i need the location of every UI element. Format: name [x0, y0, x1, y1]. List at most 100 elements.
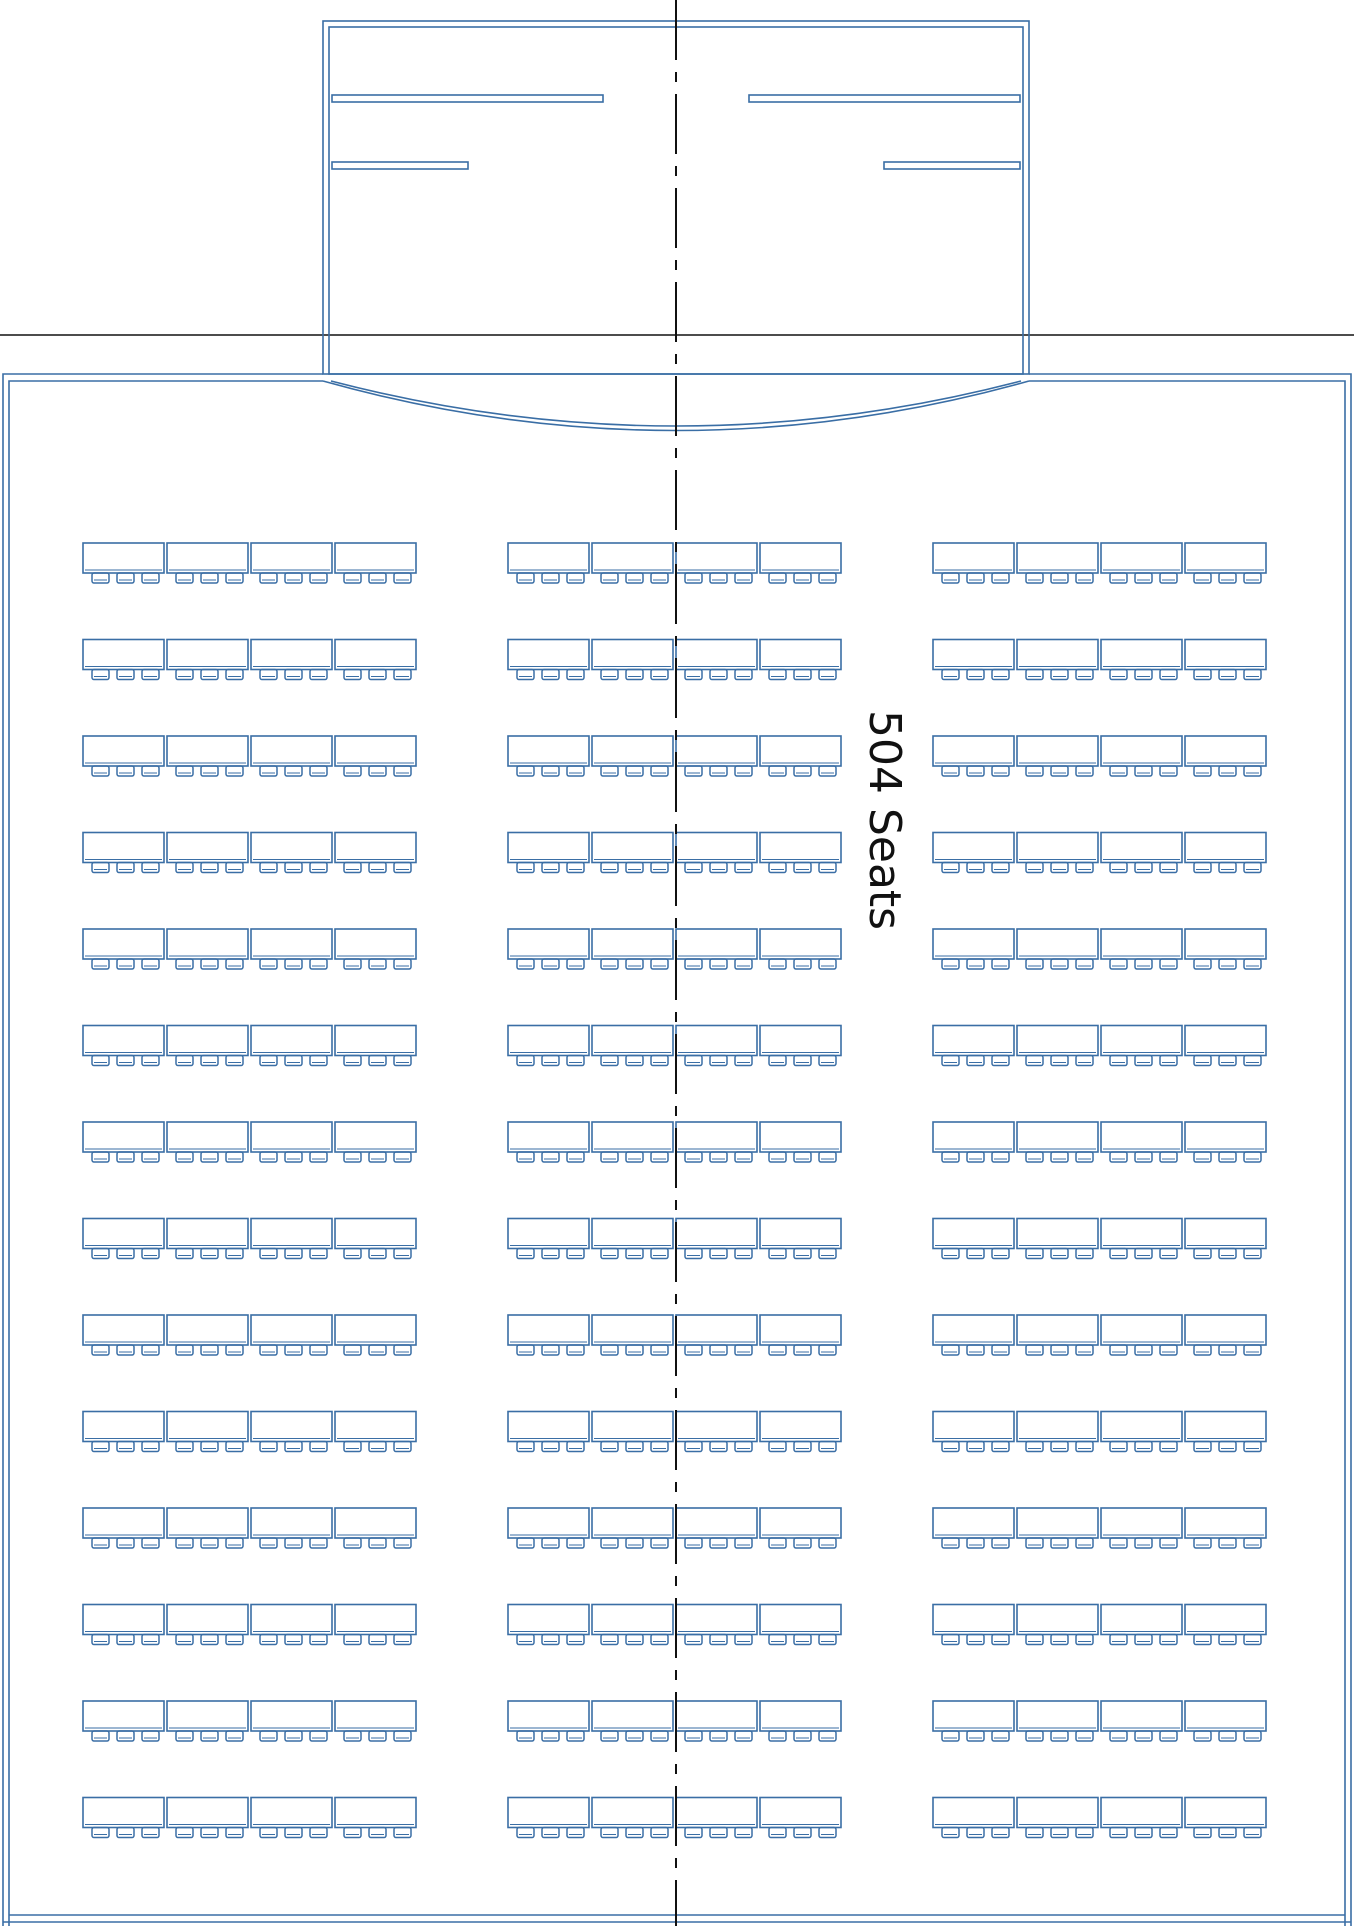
chair — [966, 1151, 985, 1163]
chair — [1025, 1054, 1044, 1067]
chair — [284, 1247, 303, 1260]
chair — [768, 958, 787, 970]
chair — [1243, 1054, 1262, 1067]
chair — [516, 861, 535, 874]
chair — [1075, 1344, 1094, 1356]
chair — [1025, 1537, 1044, 1549]
chair — [91, 1537, 110, 1549]
table-row — [82, 928, 417, 970]
chair — [1025, 1633, 1044, 1646]
chair — [541, 958, 560, 970]
chair — [1075, 861, 1094, 874]
chair — [1218, 1633, 1237, 1646]
chair — [541, 572, 560, 584]
banquet-table — [1016, 1507, 1099, 1549]
chair — [516, 668, 535, 681]
chair — [1159, 1344, 1178, 1356]
chair — [818, 668, 837, 681]
chair — [650, 1826, 669, 1839]
banquet-table — [1016, 831, 1099, 874]
chair — [566, 1054, 585, 1067]
chair — [116, 765, 135, 777]
chair — [1218, 1247, 1237, 1260]
chair — [516, 1633, 535, 1646]
chair — [541, 1151, 560, 1163]
chair — [768, 1440, 787, 1453]
banquet-table — [675, 638, 758, 681]
chair — [1193, 958, 1212, 970]
chair — [1243, 1730, 1262, 1742]
table-row — [82, 735, 417, 777]
banquet-table — [334, 1507, 417, 1549]
chair — [600, 572, 619, 584]
chair — [91, 1054, 110, 1067]
banquet-table — [166, 1314, 249, 1356]
chair — [516, 765, 535, 777]
chair — [200, 765, 219, 777]
chair — [1243, 1826, 1262, 1839]
table-row — [507, 1121, 842, 1163]
chair — [259, 1151, 278, 1163]
chair — [393, 1440, 412, 1453]
banquet-table — [591, 1024, 674, 1067]
banquet-table — [1184, 928, 1267, 970]
chair — [1218, 1344, 1237, 1356]
chair — [309, 1633, 328, 1646]
chair — [1075, 1730, 1094, 1742]
chair — [734, 1247, 753, 1260]
chair — [1193, 572, 1212, 584]
chair — [91, 861, 110, 874]
banquet-table — [932, 1121, 1015, 1163]
chair — [793, 1054, 812, 1067]
table-row — [82, 831, 417, 874]
chair — [566, 1151, 585, 1163]
chair — [516, 1730, 535, 1742]
chair — [768, 1826, 787, 1839]
chair — [541, 1344, 560, 1356]
banquet-table — [507, 1796, 590, 1839]
chair — [368, 1633, 387, 1646]
chair — [1109, 668, 1128, 681]
chair — [966, 1247, 985, 1260]
chair — [734, 1826, 753, 1839]
banquet-table — [82, 1217, 165, 1260]
chair — [941, 1151, 960, 1163]
banquet-table — [759, 1410, 842, 1453]
chair — [516, 572, 535, 584]
banquet-table — [334, 1314, 417, 1356]
banquet-table — [675, 735, 758, 777]
chair — [1075, 1826, 1094, 1839]
chair — [600, 1344, 619, 1356]
chair — [793, 1537, 812, 1549]
chair — [966, 765, 985, 777]
chair — [200, 1730, 219, 1742]
chair — [516, 1826, 535, 1839]
chair — [793, 668, 812, 681]
banquet-table — [759, 1603, 842, 1646]
chair — [1218, 861, 1237, 874]
chair — [1243, 958, 1262, 970]
banquet-table — [334, 831, 417, 874]
chair — [91, 1730, 110, 1742]
chair — [1025, 1247, 1044, 1260]
chair — [1134, 1247, 1153, 1260]
chair — [709, 1054, 728, 1067]
banquet-table — [759, 1700, 842, 1742]
chair — [284, 1537, 303, 1549]
chair — [225, 1151, 244, 1163]
chair — [175, 958, 194, 970]
chair — [116, 1151, 135, 1163]
chair — [941, 861, 960, 874]
banquet-table — [932, 831, 1015, 874]
chair — [941, 572, 960, 584]
chair — [566, 1826, 585, 1839]
chair — [1050, 668, 1069, 681]
banquet-table — [675, 1603, 758, 1646]
chair — [541, 1826, 560, 1839]
chair — [343, 1151, 362, 1163]
chair — [625, 668, 644, 681]
chair — [343, 765, 362, 777]
chair — [200, 958, 219, 970]
chair — [259, 765, 278, 777]
